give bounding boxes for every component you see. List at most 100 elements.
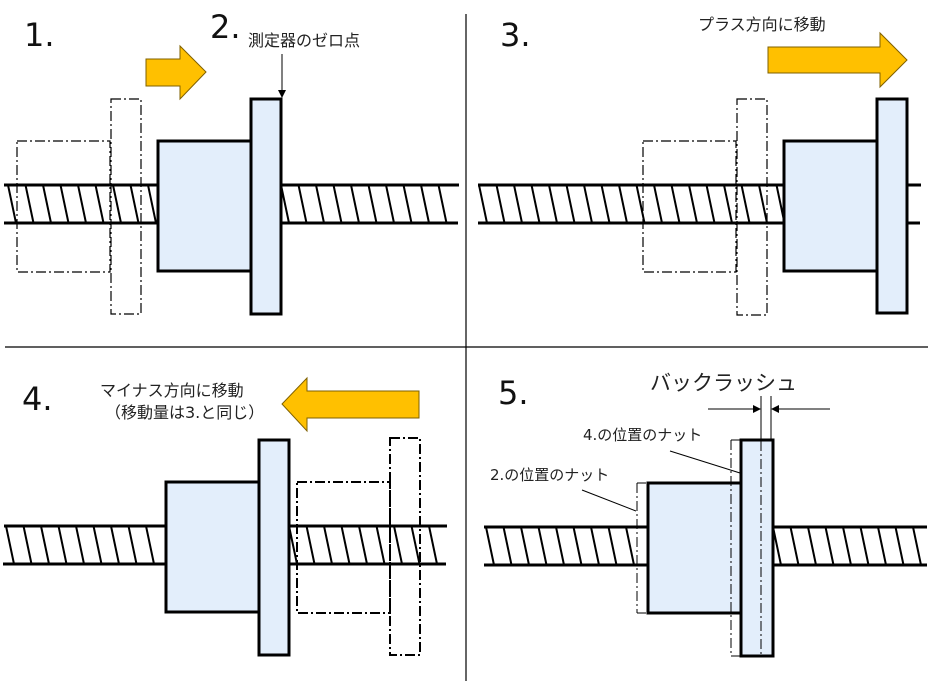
screw-thread bbox=[537, 526, 548, 566]
screw-thread bbox=[393, 525, 403, 565]
backlash-label: バックラッシュ bbox=[650, 371, 797, 395]
screw-thread bbox=[877, 526, 887, 566]
minus-direction-label: マイナス方向に移動 bbox=[100, 381, 244, 400]
screw-thread bbox=[548, 184, 558, 224]
nut-body bbox=[646, 481, 743, 615]
screw-thread bbox=[59, 184, 70, 224]
screw-thread bbox=[495, 184, 506, 224]
screw-thread bbox=[5, 525, 15, 565]
screw-thread bbox=[358, 525, 368, 565]
screw-thread bbox=[112, 184, 122, 224]
screw-thread bbox=[670, 184, 681, 224]
ghost-nut-flange bbox=[389, 437, 421, 656]
screw-thread bbox=[75, 525, 85, 565]
screw-thread bbox=[127, 525, 138, 565]
screw-thread bbox=[323, 525, 333, 565]
ghost-nut-flange bbox=[110, 98, 142, 315]
screw-thread bbox=[22, 525, 33, 565]
screw-thread bbox=[618, 184, 628, 224]
screw-thread bbox=[350, 184, 360, 224]
screw-thread bbox=[315, 184, 325, 224]
screw-thread bbox=[502, 526, 513, 566]
backlash-dimension bbox=[708, 396, 830, 440]
nut-flange bbox=[739, 438, 775, 658]
step-number-1: 1. bbox=[24, 16, 55, 54]
panel-4: 4. マイナス方向に移動 （移動量は3.と同じ） bbox=[3, 376, 447, 657]
screw-thread bbox=[367, 184, 378, 224]
screw-thread bbox=[410, 525, 421, 565]
screw-thread bbox=[583, 184, 593, 224]
screw-thread bbox=[590, 526, 600, 566]
screw-thread bbox=[7, 184, 17, 224]
screw-thread bbox=[40, 525, 50, 565]
ghost-nut-body bbox=[642, 140, 737, 273]
step-number-4: 4. bbox=[22, 380, 53, 418]
screw-thread bbox=[437, 184, 448, 224]
screw-thread bbox=[42, 184, 52, 224]
screw-thread bbox=[807, 526, 817, 566]
screw-thread bbox=[57, 525, 68, 565]
screw-thread bbox=[332, 184, 343, 224]
screw-thread bbox=[912, 526, 922, 566]
screw-thread bbox=[758, 184, 768, 224]
screw-thread bbox=[894, 526, 905, 566]
panel-3: 3. プラス方向に移動 bbox=[478, 15, 921, 316]
nut-body bbox=[156, 139, 253, 273]
move-plus-arrow bbox=[767, 31, 908, 89]
screw-thread bbox=[653, 184, 663, 224]
screw-thread bbox=[530, 184, 541, 224]
screw-thread bbox=[705, 184, 716, 224]
nut-body bbox=[164, 480, 261, 614]
screw-thread bbox=[77, 184, 87, 224]
screw-thread bbox=[520, 526, 530, 566]
ghost-nut-body bbox=[16, 140, 111, 273]
step-number-2: 2. bbox=[210, 8, 241, 46]
screw-thread bbox=[385, 184, 395, 224]
move-minus-arrow bbox=[281, 376, 420, 433]
screw-thread bbox=[375, 525, 386, 565]
screw-thread bbox=[688, 184, 698, 224]
screw-thread bbox=[94, 184, 105, 224]
screw-thread bbox=[789, 526, 800, 566]
callout-leader-step-4 bbox=[669, 450, 741, 474]
ghost-nut-flange bbox=[736, 98, 768, 316]
screw-thread bbox=[129, 184, 140, 224]
screw-thread bbox=[478, 184, 488, 224]
screw-thread bbox=[842, 526, 852, 566]
move-right-arrow bbox=[145, 44, 207, 101]
nut-flange bbox=[257, 438, 291, 657]
screw-thread bbox=[297, 184, 308, 224]
screw-thread bbox=[402, 184, 413, 224]
screw-thread bbox=[607, 526, 618, 566]
screw-thread bbox=[723, 184, 733, 224]
panel-1-2: 1. 2. 測定器のゼロ点 bbox=[4, 8, 459, 316]
screw-thread bbox=[555, 526, 565, 566]
screw-thread bbox=[740, 184, 751, 224]
screw-thread bbox=[572, 526, 583, 566]
nut-flange bbox=[249, 97, 283, 316]
screw-thread bbox=[428, 525, 438, 565]
screw-thread bbox=[625, 526, 635, 566]
screw-shaft bbox=[484, 525, 927, 567]
screw-thread bbox=[145, 525, 155, 565]
screw-thread bbox=[513, 184, 523, 224]
screw-shaft bbox=[4, 183, 459, 225]
screw-thread bbox=[635, 184, 646, 224]
screw-thread bbox=[305, 525, 316, 565]
screw-thread bbox=[600, 184, 611, 224]
step-number-5: 5. bbox=[498, 374, 529, 412]
screw-thread bbox=[824, 526, 835, 566]
screw-thread bbox=[565, 184, 576, 224]
screw-thread bbox=[147, 184, 157, 224]
screw-thread bbox=[485, 526, 495, 566]
same-amount-note: （移動量は3.と同じ） bbox=[105, 403, 264, 422]
screw-thread bbox=[859, 526, 870, 566]
nut-body bbox=[782, 139, 879, 273]
plus-direction-label: プラス方向に移動 bbox=[698, 15, 826, 34]
step-number-3: 3. bbox=[500, 16, 531, 54]
callout-leader-step-2 bbox=[581, 489, 637, 512]
screw-thread bbox=[110, 525, 120, 565]
panel-5: 5. バックラッシュ 4.の位置のナット 2.の位置のナット bbox=[484, 371, 927, 658]
screw-thread bbox=[24, 184, 35, 224]
